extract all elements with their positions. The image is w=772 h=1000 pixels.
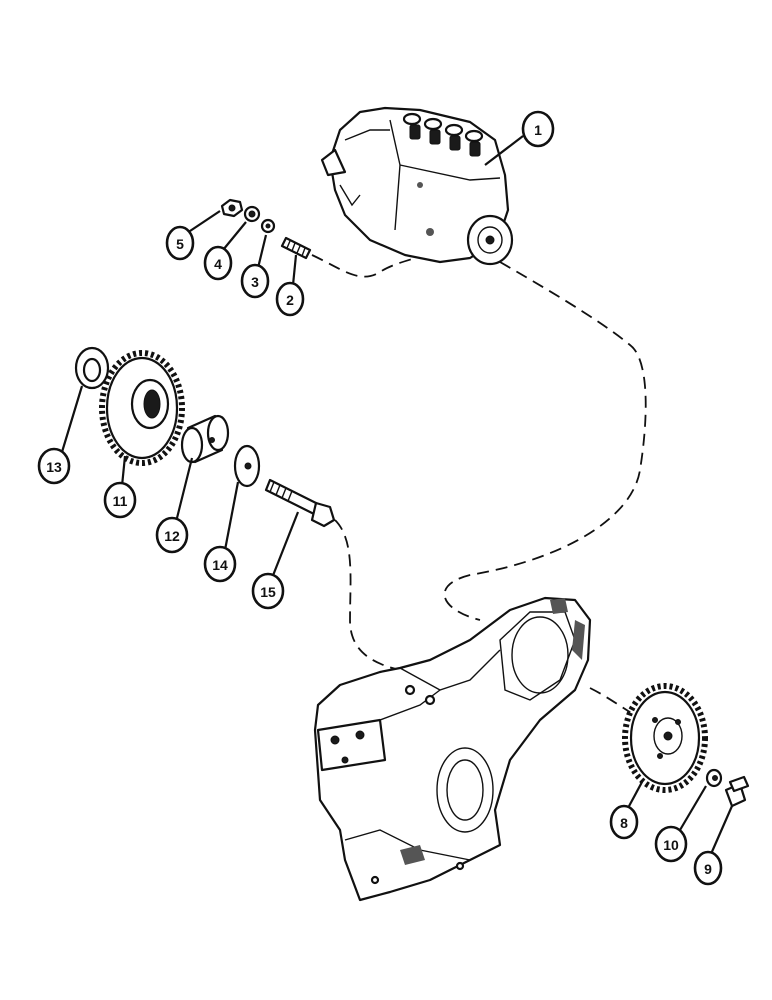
callout-3: 3 — [240, 263, 270, 299]
callout-1: 1 — [521, 110, 555, 148]
callout-11: 11 — [103, 481, 137, 519]
svg-text:1: 1 — [534, 122, 542, 138]
bolt-part-15 — [264, 478, 336, 528]
callout-10: 10 — [654, 825, 688, 863]
callout-2: 2 — [275, 281, 305, 317]
washer-part-14 — [233, 444, 261, 488]
svg-text:10: 10 — [663, 837, 679, 853]
cap-screw-part-9 — [724, 775, 750, 808]
callout-4: 4 — [203, 245, 233, 281]
svg-text:8: 8 — [620, 815, 628, 831]
callout-13: 13 — [37, 447, 71, 485]
nut-part-5 — [220, 198, 244, 218]
fuel-injection-pump — [320, 106, 514, 266]
thrust-washer-part-13 — [74, 346, 110, 390]
callout-12: 12 — [155, 516, 189, 554]
callout-9: 9 — [693, 850, 723, 886]
svg-text:4: 4 — [214, 256, 222, 272]
svg-text:2: 2 — [286, 292, 294, 308]
washer-part-3 — [260, 218, 276, 234]
svg-text:3: 3 — [251, 274, 259, 290]
svg-text:11: 11 — [113, 493, 128, 509]
svg-text:14: 14 — [212, 557, 228, 573]
stud-part-2 — [280, 236, 312, 260]
callout-5: 5 — [165, 225, 195, 261]
callout-8: 8 — [609, 804, 639, 840]
svg-text:15: 15 — [260, 584, 276, 600]
svg-text:5: 5 — [176, 236, 184, 252]
pump-drive-gear-part-8 — [622, 683, 708, 793]
leader-lines — [60, 135, 734, 855]
bushing-part-12 — [180, 414, 230, 464]
svg-text:9: 9 — [704, 861, 712, 877]
timing-gear-housing — [313, 596, 592, 902]
callout-14: 14 — [203, 545, 237, 583]
idler-gear-part-11 — [99, 350, 185, 466]
lock-washer-part-10 — [705, 768, 723, 788]
lock-washer-part-4 — [243, 205, 261, 223]
callout-15: 15 — [251, 572, 285, 610]
svg-text:13: 13 — [46, 459, 62, 475]
svg-text:12: 12 — [164, 528, 180, 544]
